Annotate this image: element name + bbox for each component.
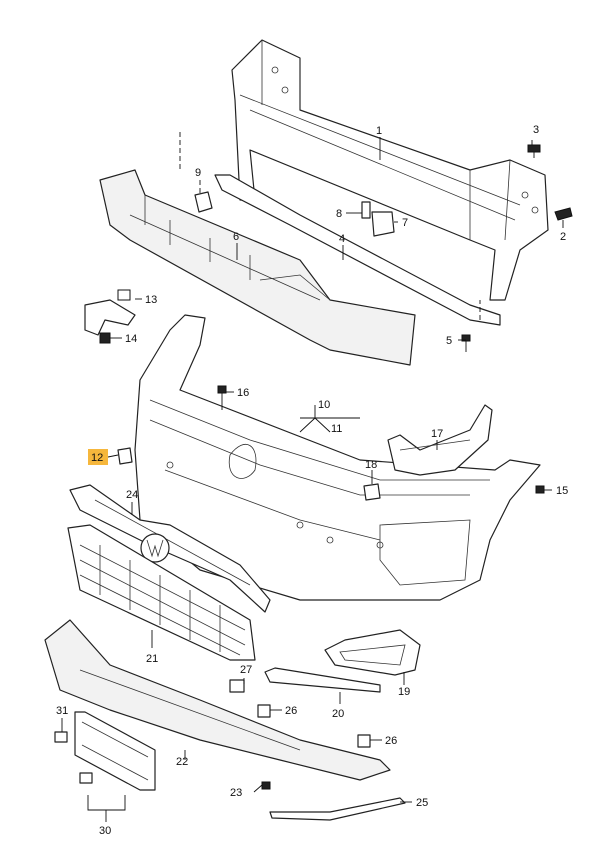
label-3: 3 [533,124,539,136]
label-9: 9 [195,167,201,179]
trim-strip-20 [264,667,381,693]
label-24: 24 [126,489,138,501]
fog-lamp-cover-19 [324,629,421,676]
label-19: 19 [398,686,410,698]
clip-18 [363,483,381,501]
bracket-7-8 [361,201,395,237]
part-labels: 1 2 3 4 5 6 7 8 9 10 11 12 13 14 15 16 1… [56,124,568,837]
small-bracket-9 [194,191,213,213]
label-4: 4 [339,233,345,245]
label-13: 13 [145,294,157,306]
clip-26-lower [357,734,371,748]
energy-absorber [99,169,416,366]
clip-31 [54,731,68,743]
screw-16 [217,385,227,410]
label-26-upper: 26 [285,705,297,717]
side-bracket-13-14 [84,289,136,344]
label-10: 10 [318,399,330,411]
lower-grille-21 [67,524,256,661]
screw-2 [554,207,573,221]
upper-grille-24 [69,484,271,613]
side-guide-bracket-17 [387,404,493,476]
label-25: 25 [416,797,428,809]
label-12: 12 [91,452,103,464]
label-2: 2 [560,231,566,243]
clip-27 [229,679,245,693]
label-26-lower: 26 [385,735,397,747]
label-21: 21 [146,653,158,665]
clip-26-upper [257,704,271,718]
upper-seal-strip [214,174,501,326]
label-5: 5 [446,335,452,347]
chrome-strip-25 [269,797,406,821]
label-8: 8 [336,208,342,220]
label-15: 15 [556,485,568,497]
clip-30 [79,772,93,784]
label-14: 14 [125,333,137,345]
screw-3 [527,144,541,158]
license-plate-bracket-30 [74,711,156,791]
label-27: 27 [240,664,252,676]
clip-12 [117,447,133,465]
screw-5 [461,334,471,352]
grille-emblem [140,533,170,563]
label-1: 1 [376,125,382,137]
label-20: 20 [332,708,344,720]
label-30: 30 [99,825,111,837]
label-16: 16 [237,387,249,399]
bumper-cover [134,314,541,601]
lower-spoiler-22 [44,619,391,781]
label-17: 17 [431,428,443,440]
screw-15 [535,485,545,494]
label-31: 31 [56,705,68,717]
label-22: 22 [176,756,188,768]
leader-lines [61,132,564,822]
label-23: 23 [230,787,242,799]
label-18: 18 [365,459,377,471]
screw-23 [261,781,271,790]
label-7: 7 [402,217,408,229]
label-12-highlight [88,449,108,465]
label-11: 11 [331,423,342,435]
label-6: 6 [233,231,239,243]
